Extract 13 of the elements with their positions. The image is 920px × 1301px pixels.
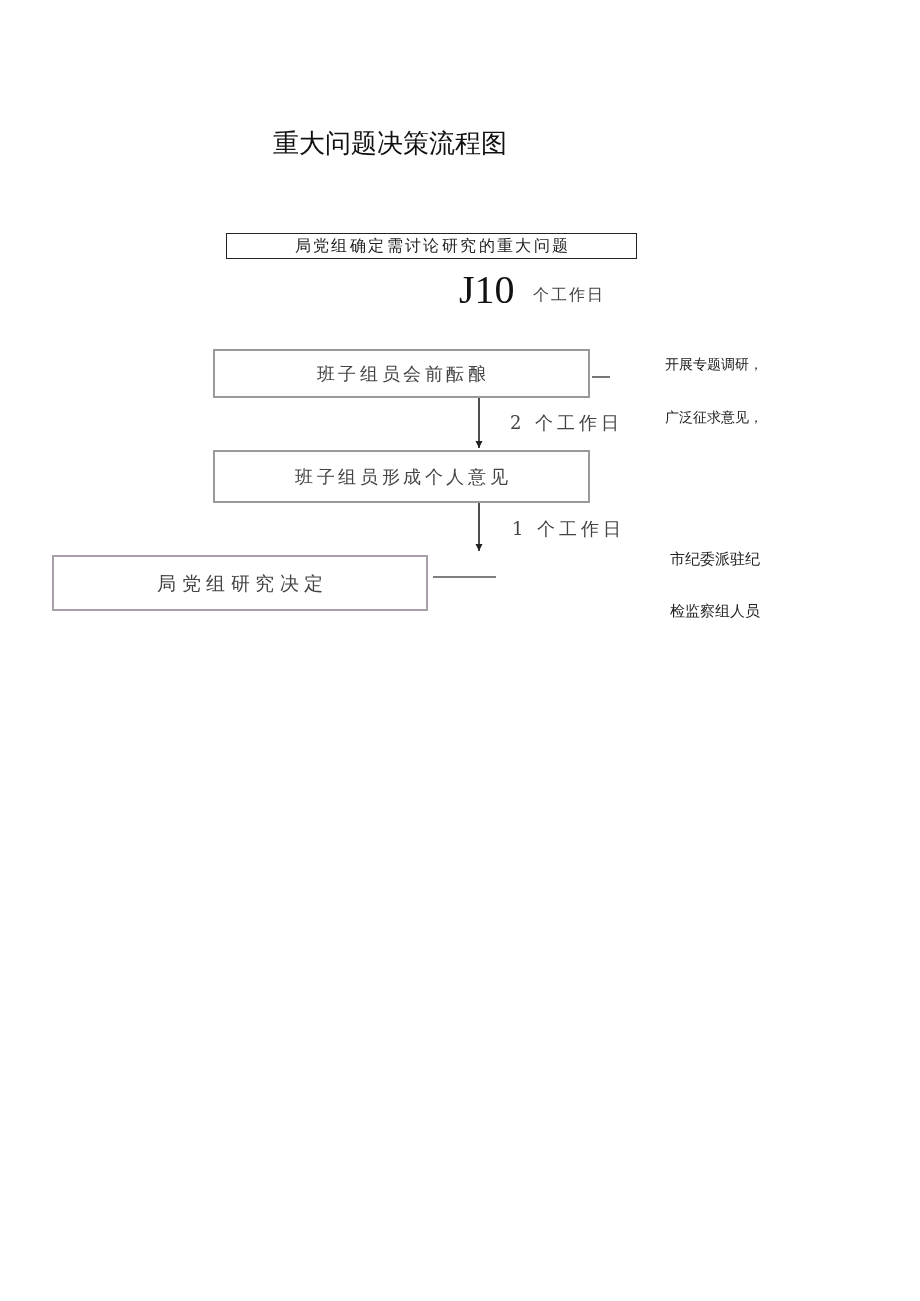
arrow [475,397,483,449]
connector-line [591,376,611,378]
process-box: 班子组员会前酝酿 [213,349,590,398]
process-box: 班子组员形成个人意见 [213,450,590,503]
note-text: 开展专题调研，广泛征求意见， [665,355,764,427]
note-text: 市纪委派驻纪检监察组人员 [670,549,761,622]
arrow [475,502,483,552]
process-box: 局党组研究决定 [52,555,428,611]
day-count: J10 [459,270,515,310]
title: 重大问题决策流程图 [273,128,507,160]
connector-line [432,576,497,578]
duration-label: 个工作日 [533,287,605,303]
process-box: 局党组确定需讨论研究的重大问题 [226,233,637,259]
